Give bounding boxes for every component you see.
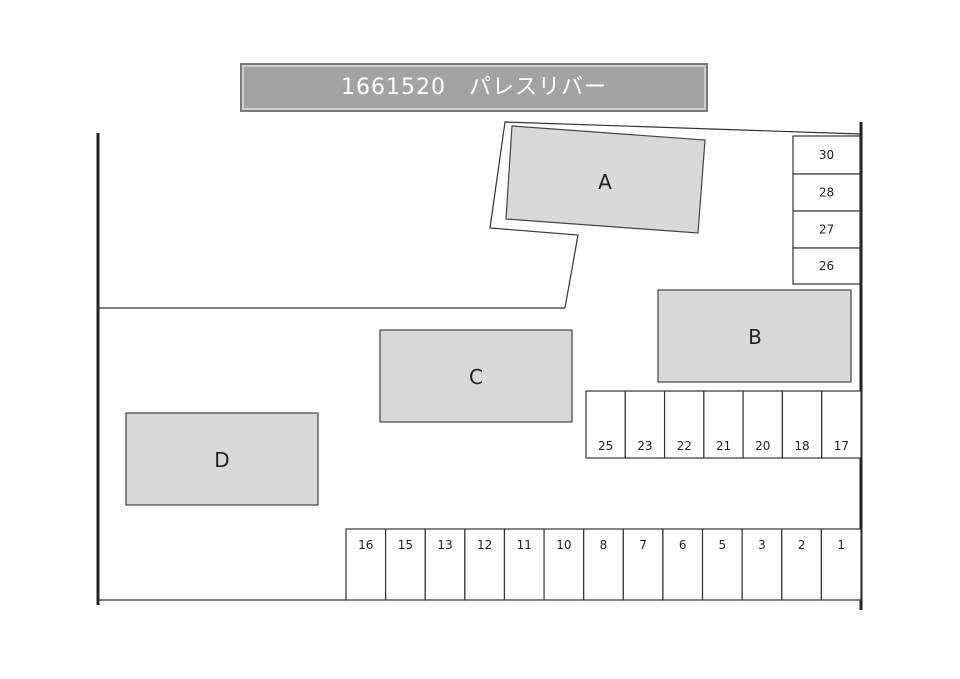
parking-space-30: 30 bbox=[792, 135, 861, 175]
parking-space-number: 30 bbox=[819, 148, 834, 162]
parking-space-number: 1 bbox=[837, 538, 845, 552]
parking-space-12: 12 bbox=[464, 528, 506, 601]
parking-space-outline bbox=[464, 528, 506, 601]
parking-space-11: 11 bbox=[503, 528, 545, 601]
parking-space-number: 23 bbox=[637, 439, 652, 453]
parking-space-13: 13 bbox=[424, 528, 466, 601]
parking-space-number: 16 bbox=[358, 538, 373, 552]
parking-space-6: 6 bbox=[662, 528, 704, 601]
parking-space-number: 21 bbox=[716, 439, 731, 453]
parking-space-outline bbox=[624, 390, 666, 459]
parking-space-number: 25 bbox=[598, 439, 613, 453]
parking-space-number: 11 bbox=[517, 538, 532, 552]
parking-space-outline bbox=[821, 390, 862, 459]
parking-space-number: 13 bbox=[437, 538, 452, 552]
parking-space-number: 20 bbox=[755, 439, 770, 453]
parking-space-number: 15 bbox=[398, 538, 413, 552]
parking-space-21: 21 bbox=[703, 390, 744, 459]
parking-space-number: 2 bbox=[798, 538, 806, 552]
parking-space-outline bbox=[792, 247, 861, 285]
parking-space-number: 5 bbox=[719, 538, 727, 552]
building-d: D bbox=[125, 412, 319, 506]
parking-space-outline bbox=[543, 528, 585, 601]
parking-space-8: 8 bbox=[583, 528, 624, 601]
building-a-plot bbox=[489, 121, 861, 309]
parking-space-25: 25 bbox=[585, 390, 626, 459]
parking-space-number: 26 bbox=[819, 259, 834, 273]
parking-space-outline bbox=[701, 528, 743, 601]
page-title: 1661520 パレスリバー bbox=[240, 63, 708, 112]
parking-space-16: 16 bbox=[345, 528, 387, 601]
building-shape bbox=[379, 329, 573, 423]
parking-space-17: 17 bbox=[821, 390, 862, 459]
parking-space-2: 2 bbox=[781, 528, 822, 601]
parking-space-number: 27 bbox=[819, 223, 834, 237]
building-label: C bbox=[469, 365, 483, 389]
building-a: A bbox=[505, 125, 706, 234]
parking-space-outline bbox=[781, 390, 823, 459]
parking-space-number: 6 bbox=[679, 538, 687, 552]
parking-space-number: 17 bbox=[834, 439, 849, 453]
building-shape bbox=[657, 289, 852, 383]
parking-space-27: 27 bbox=[792, 210, 861, 249]
parking-space-number: 10 bbox=[556, 538, 571, 552]
parking-space-number: 7 bbox=[639, 538, 647, 552]
parking-space-outline bbox=[820, 528, 862, 601]
parking-space-number: 12 bbox=[477, 538, 492, 552]
parking-space-outline bbox=[662, 528, 704, 601]
parking-space-number: 28 bbox=[819, 186, 834, 200]
building-shape bbox=[505, 125, 706, 234]
parking-space-outline bbox=[703, 390, 744, 459]
parking-space-outline bbox=[583, 528, 624, 601]
parking-space-23: 23 bbox=[624, 390, 666, 459]
building-label: D bbox=[214, 448, 229, 472]
parking-space-1: 1 bbox=[820, 528, 862, 601]
parking-space-7: 7 bbox=[622, 528, 664, 601]
parking-space-22: 22 bbox=[663, 390, 705, 459]
parking-space-3: 3 bbox=[741, 528, 783, 601]
building-b: B bbox=[657, 289, 852, 383]
parking-space-5: 5 bbox=[701, 528, 743, 601]
parking-space-outline bbox=[742, 390, 784, 459]
parking-space-20: 20 bbox=[742, 390, 784, 459]
parking-space-28: 28 bbox=[792, 173, 861, 212]
parking-space-18: 18 bbox=[781, 390, 823, 459]
building-shape bbox=[125, 412, 319, 506]
building-label: B bbox=[748, 325, 762, 349]
parking-space-number: 22 bbox=[677, 439, 692, 453]
parking-space-number: 18 bbox=[794, 439, 809, 453]
parking-space-outline bbox=[424, 528, 466, 601]
parking-space-10: 10 bbox=[543, 528, 585, 601]
building-label: A bbox=[598, 170, 612, 194]
parking-space-15: 15 bbox=[385, 528, 426, 601]
parking-space-26: 26 bbox=[792, 247, 861, 285]
parking-space-outline bbox=[585, 390, 626, 459]
parking-space-number: 8 bbox=[600, 538, 608, 552]
parking-space-outline bbox=[503, 528, 545, 601]
parking-space-outline bbox=[792, 135, 861, 175]
parking-space-number: 3 bbox=[758, 538, 766, 552]
building-c: C bbox=[379, 329, 573, 423]
